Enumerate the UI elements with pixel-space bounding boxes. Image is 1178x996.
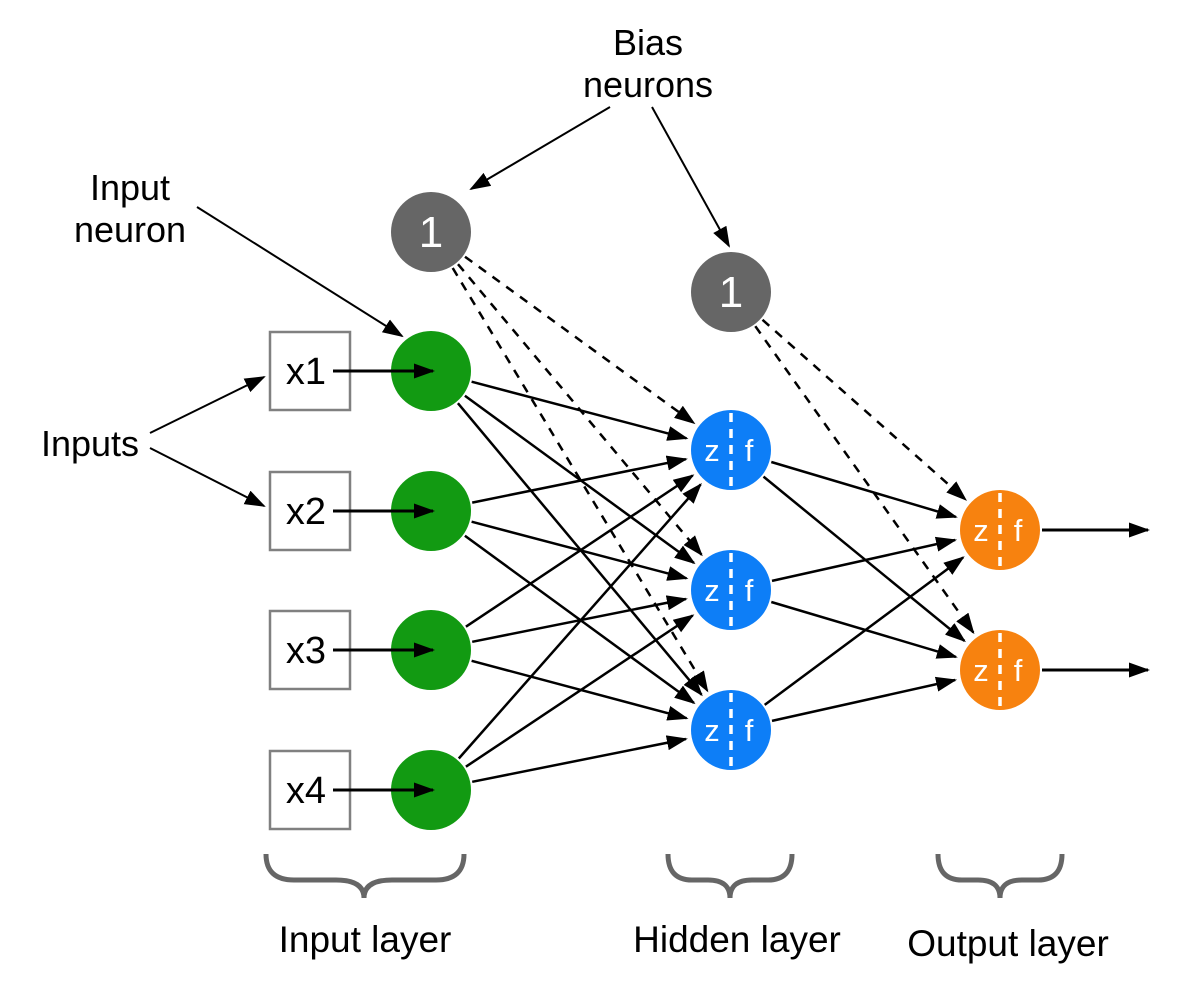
output-layer-brace [935, 853, 1065, 899]
hidden-layer-brace [665, 853, 795, 899]
edge-bias1-hidden1 [464, 255, 696, 425]
hidden-neurons: z f z f z f [691, 410, 771, 770]
hidden3-f-label: f [745, 713, 754, 748]
bias-neurons: 1 1 [391, 192, 771, 332]
edge-hidden2-output1 [771, 536, 958, 583]
annotation-arrows [149, 106, 730, 507]
inputs-arrow-x2 [149, 447, 266, 507]
inputs-arrow-x1 [149, 376, 266, 434]
edge-input4-hidden2 [465, 614, 695, 768]
bias1-value: 1 [419, 208, 443, 257]
bias2-value: 1 [719, 268, 743, 317]
edge-hidden1-output2 [762, 475, 966, 643]
hidden2-z-label: z [704, 573, 720, 608]
output1-f-label: f [1014, 513, 1023, 548]
box-connectors [333, 363, 435, 798]
input-box-label-x4: x4 [286, 770, 326, 812]
edges-input-to-hidden [456, 380, 703, 784]
edge-input2-hidden1 [471, 455, 688, 504]
edges-bias-dashed [451, 255, 975, 693]
bias-neuron-2 [691, 252, 771, 332]
hidden2-f-label: f [745, 573, 754, 608]
bias-label-arrow-left [469, 106, 611, 191]
edge-bias2-output1 [761, 318, 967, 501]
bias-neurons-label-line1: Bias [613, 22, 683, 63]
hidden1-f-label: f [745, 433, 754, 468]
output-neurons: z f z f [960, 490, 1040, 710]
edge-input3-hidden3 [471, 659, 689, 721]
output1-z-label: z [973, 513, 989, 548]
input-boxes: x1 x2 x3 x4 [268, 330, 352, 831]
hidden3-z-label: z [704, 713, 720, 748]
annotation-labels: Bias neurons Input neuron Inputs [41, 22, 713, 464]
input-layer-label: Input layer [279, 919, 452, 960]
bias-neurons-label-line2: neurons [583, 64, 713, 105]
inputs-label: Inputs [41, 423, 139, 464]
input-neuron-label-arrow [196, 206, 404, 338]
edge-input4-hidden3 [471, 735, 688, 784]
edge-hidden3-output1 [763, 556, 965, 706]
edge-bias1-hidden2 [457, 263, 703, 557]
input-box-label-x1: x1 [286, 351, 326, 393]
input-neuron-label-line2: neuron [74, 209, 186, 250]
output2-z-label: z [973, 653, 989, 688]
edge-bias2-output2 [754, 325, 975, 635]
layer-braces: Input layer Hidden layer Output layer [263, 853, 1109, 964]
output2-f-label: f [1014, 653, 1023, 688]
edge-hidden3-output2 [771, 676, 958, 723]
input-neuron-label-line1: Input [90, 167, 170, 208]
edge-input4-hidden1 [457, 483, 702, 760]
input-box-label-x2: x2 [286, 491, 326, 533]
edge-bias1-hidden3 [451, 267, 709, 693]
edges-hidden-to-output [762, 460, 966, 723]
edge-hidden2-output2 [770, 600, 958, 659]
edge-hidden1-output1 [770, 460, 958, 519]
hidden1-z-label: z [704, 433, 720, 468]
output-arrows [1042, 522, 1150, 678]
output-layer-label: Output layer [907, 923, 1109, 964]
bias-label-arrow-right [651, 106, 730, 248]
hidden-layer-label: Hidden layer [633, 919, 841, 960]
bias-neuron-1 [391, 192, 471, 272]
input-layer-brace [263, 853, 467, 899]
input-box-label-x3: x3 [286, 630, 326, 672]
